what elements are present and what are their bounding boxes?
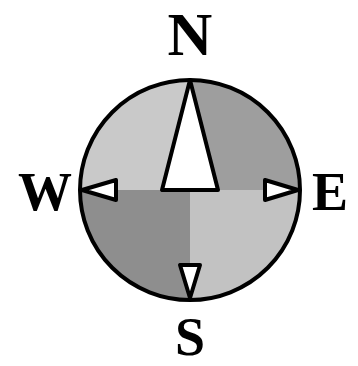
west-pointer xyxy=(82,180,116,200)
east-label: E xyxy=(312,165,348,219)
south-pointer xyxy=(180,265,200,298)
west-label: W xyxy=(18,165,72,219)
east-pointer xyxy=(265,180,298,200)
south-label: S xyxy=(175,310,205,364)
compass-ring xyxy=(80,80,300,300)
north-label: N xyxy=(168,3,213,65)
north-needle xyxy=(162,80,218,190)
